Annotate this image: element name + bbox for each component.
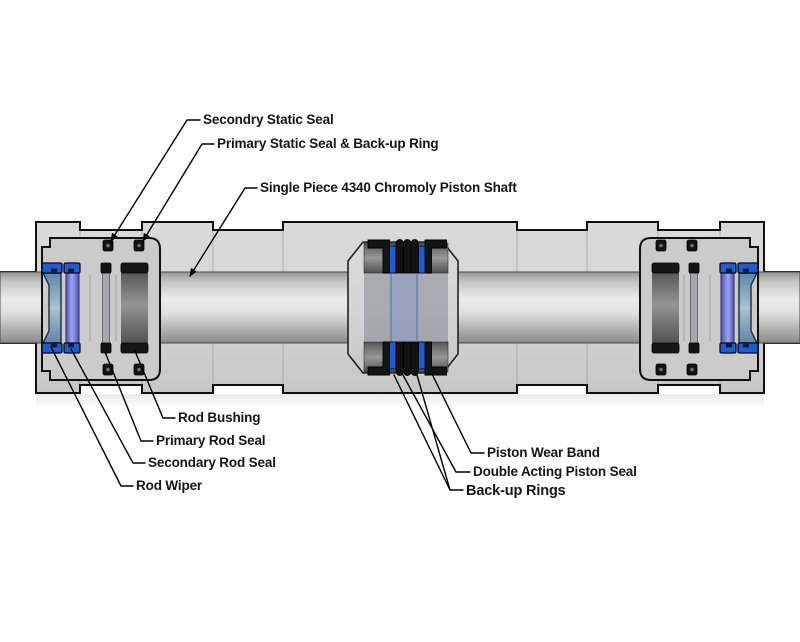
callout-double-acting-piston-seal: Double Acting Piston Seal <box>402 374 637 479</box>
callout-rod-wiper: Rod Wiper <box>50 346 203 493</box>
callout-secondary-static-seal: Secondry Static Seal <box>110 112 334 242</box>
seal-ring-silhouette <box>389 273 419 342</box>
callout-label: Rod Wiper <box>136 478 203 493</box>
piston-wear-band-left <box>367 239 390 274</box>
callout-piston-shaft: Single Piece 4340 Chromoly Piston Shaft <box>189 180 518 277</box>
bore-groove-lines <box>89 274 117 342</box>
backup-ring-right <box>418 245 426 274</box>
callout-primary-static-seal: Primary Static Seal & Back-up Ring <box>142 136 439 242</box>
callout-label: Rod Bushing <box>178 410 260 425</box>
rod-gland-right <box>639 237 759 381</box>
piston-mid-section <box>364 273 448 342</box>
callout-label: Primary Rod Seal <box>156 433 265 448</box>
callout-label: Single Piece 4340 Chromoly Piston Shaft <box>260 180 517 195</box>
primary-rod-seal <box>100 262 112 354</box>
piston-seal-group <box>367 239 447 274</box>
double-acting-piston-seal <box>395 239 419 274</box>
assembly-shadow <box>36 394 764 410</box>
rod-wiper-seal <box>41 262 63 354</box>
callout-backup-rings: Back-up Rings <box>393 374 566 499</box>
callout-primary-rod-seal: Primary Rod Seal <box>104 351 266 448</box>
secondary-rod-seal <box>63 262 81 354</box>
callout-label: Secondary Rod Seal <box>148 455 276 470</box>
callout-label: Back-up Rings <box>466 483 566 499</box>
rod-gland-left <box>41 237 161 381</box>
rod-bushing <box>120 262 149 354</box>
piston-wear-band-right <box>424 239 447 274</box>
callout-label: Primary Static Seal & Back-up Ring <box>217 136 438 151</box>
callout-rod-bushing: Rod Bushing <box>134 350 260 425</box>
backup-ring-left <box>389 245 397 274</box>
piston-assembly <box>347 239 459 376</box>
callout-label: Double Acting Piston Seal <box>473 464 637 479</box>
callout-piston-wear-band: Piston Wear Band <box>431 373 600 460</box>
callout-label: Secondry Static Seal <box>203 112 334 127</box>
callouts: Secondry Static Seal Primary Static Seal… <box>50 112 637 499</box>
callout-label: Piston Wear Band <box>487 445 600 460</box>
callout-secondary-rod-seal: Secondary Rod Seal <box>70 348 276 470</box>
seal-ring-lines <box>390 274 418 341</box>
